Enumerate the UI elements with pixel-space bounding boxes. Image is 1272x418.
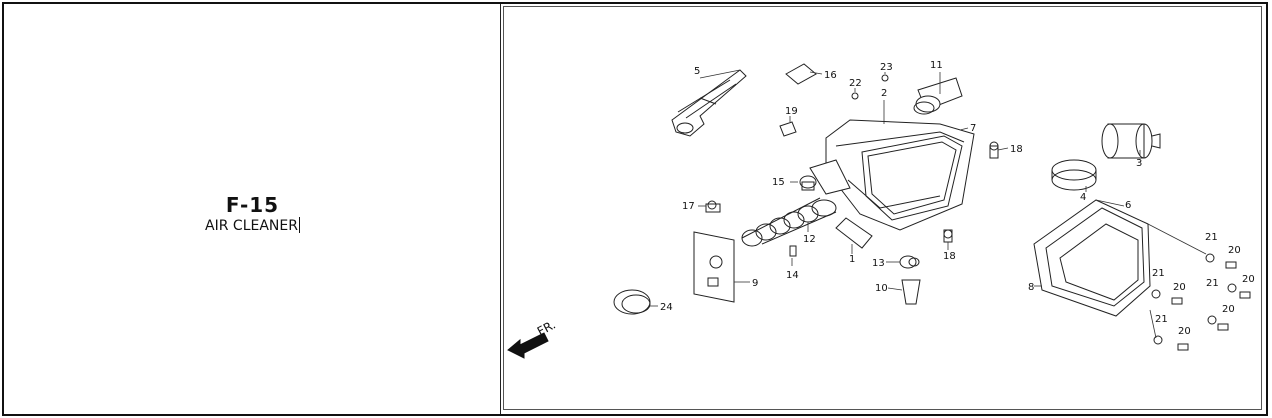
label-21d: 21 xyxy=(1155,314,1168,325)
part-10-drain xyxy=(901,279,921,305)
part-6-8-cover xyxy=(1033,199,1151,317)
label-3: 3 xyxy=(1136,158,1142,169)
label-11: 11 xyxy=(930,60,943,71)
label-20a: 20 xyxy=(1228,245,1241,256)
label-13: 13 xyxy=(872,258,885,269)
part-7-gasket xyxy=(861,135,963,221)
label-5: 5 xyxy=(694,66,700,77)
part-2-case xyxy=(809,119,975,231)
part-9-plate xyxy=(693,231,735,303)
part-19-clip xyxy=(779,121,797,137)
label-20d: 20 xyxy=(1222,304,1235,315)
label-23: 23 xyxy=(880,62,893,73)
part-13-rings xyxy=(899,255,920,269)
part-18-screw-a xyxy=(989,141,999,159)
part-labels: 5 16 23 22 11 2 19 7 18 3 15 4 17 6 12 2… xyxy=(660,60,1255,337)
part-14-cap xyxy=(789,245,797,257)
label-16: 16 xyxy=(824,70,837,81)
part-18-screw-b xyxy=(943,229,953,243)
part-22-screw xyxy=(851,92,859,100)
label-18b: 18 xyxy=(943,251,956,262)
section-code: F-15 xyxy=(225,193,280,217)
part-1-holder xyxy=(835,217,873,249)
part-4-element xyxy=(1051,159,1097,191)
part-24-clamp xyxy=(613,289,651,315)
part-17-bolt xyxy=(705,200,721,213)
label-4: 4 xyxy=(1080,192,1086,203)
label-17: 17 xyxy=(682,201,695,212)
label-9: 9 xyxy=(752,278,758,289)
label-10: 10 xyxy=(875,283,888,294)
front-direction-indicator: FR. xyxy=(507,318,558,359)
label-2: 2 xyxy=(881,88,887,99)
part-11-snorkel xyxy=(913,77,963,115)
label-6: 6 xyxy=(1125,200,1131,211)
label-20e: 20 xyxy=(1178,326,1191,337)
part-20-21-fasteners xyxy=(1151,253,1251,351)
label-7: 7 xyxy=(970,123,976,134)
section-title-text: AIR CLEANER xyxy=(205,218,298,234)
text-cursor xyxy=(298,217,300,233)
label-18a: 18 xyxy=(1010,144,1023,155)
label-12: 12 xyxy=(803,234,816,245)
diagram-frame xyxy=(503,6,1262,410)
label-21c: 21 xyxy=(1206,278,1219,289)
label-19: 19 xyxy=(785,106,798,117)
section-panel: F-15 AIR CLEANER xyxy=(4,4,501,414)
label-21a: 21 xyxy=(1205,232,1218,243)
part-15-plug xyxy=(799,175,817,191)
label-22: 22 xyxy=(849,78,862,89)
part-5-bracket xyxy=(671,69,747,137)
diagram-panel xyxy=(501,4,1266,414)
label-8: 8 xyxy=(1028,282,1034,293)
label-20b: 20 xyxy=(1242,274,1255,285)
label-1: 1 xyxy=(849,254,855,265)
part-12-duct xyxy=(741,197,837,247)
label-21b: 21 xyxy=(1152,268,1165,279)
label-24: 24 xyxy=(660,302,673,313)
label-20c: 20 xyxy=(1173,282,1186,293)
part-3-cartridge xyxy=(1101,123,1161,159)
arrow-icon xyxy=(507,332,549,359)
part-16-plate xyxy=(785,63,817,85)
label-15: 15 xyxy=(772,177,785,188)
label-14: 14 xyxy=(786,270,799,281)
part-23-screw xyxy=(881,74,889,82)
section-title: AIR CLEANER xyxy=(4,217,501,234)
